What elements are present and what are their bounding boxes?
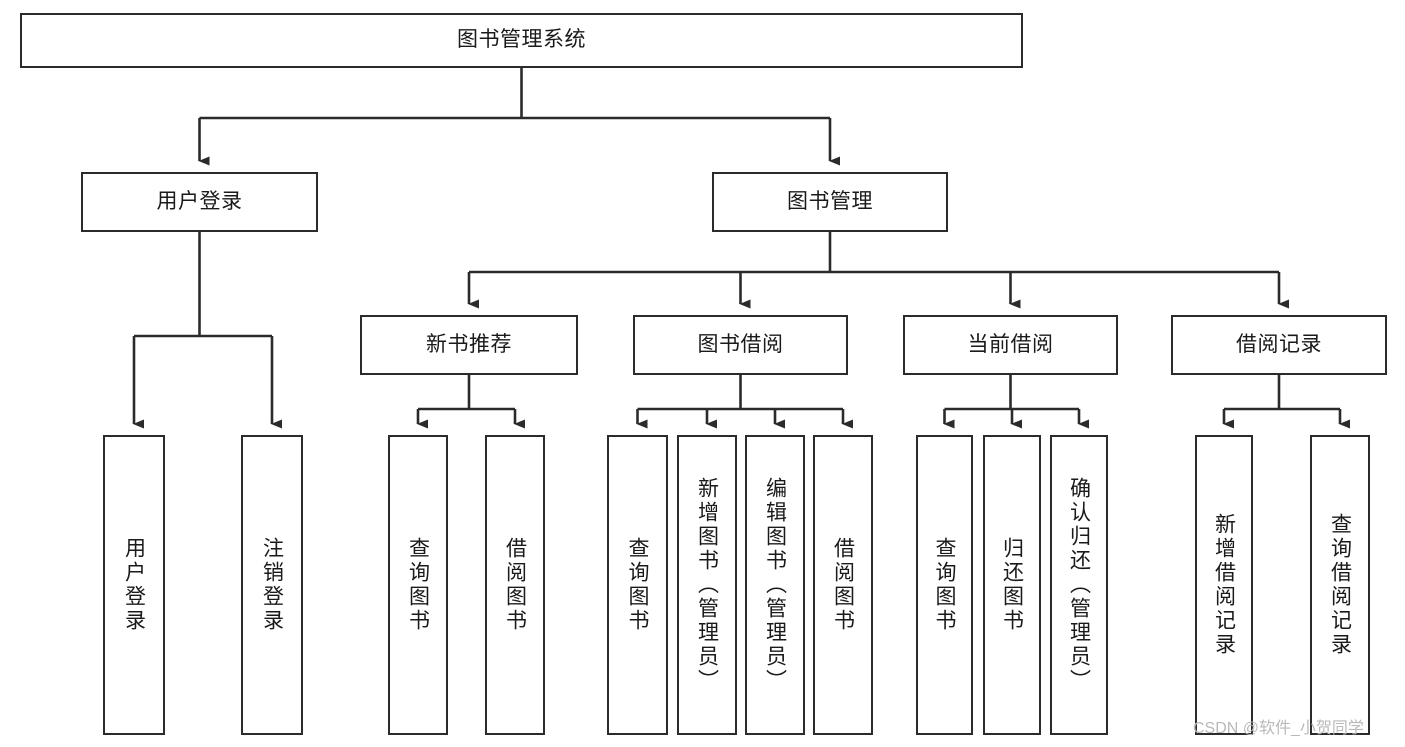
- node-leaf-query-book[interactable]: 查询图书: [607, 435, 668, 735]
- node-label: 借阅记录: [1236, 332, 1322, 356]
- node-book-manage[interactable]: 图书管理: [712, 172, 948, 232]
- node-leaf-edit-book-admin[interactable]: 编辑图书（管理员）: [745, 435, 805, 735]
- node-leaf-add-book-admin[interactable]: 新增图书（管理员）: [677, 435, 737, 735]
- node-leaf-return-book[interactable]: 归还图书: [983, 435, 1041, 735]
- node-label: 图书管理系统: [457, 28, 586, 52]
- node-root[interactable]: 图书管理系统: [20, 13, 1023, 68]
- node-leaf-borrow-book[interactable]: 借阅图书: [813, 435, 873, 735]
- node-leaf-borrow-book-rec[interactable]: 借阅图书: [485, 435, 545, 735]
- node-book-borrow[interactable]: 图书借阅: [633, 315, 848, 375]
- node-label: 编辑图书（管理员）: [763, 477, 787, 693]
- node-label: 用户登录: [122, 537, 146, 633]
- node-label: 查询图书: [626, 537, 649, 633]
- node-label: 借阅图书: [831, 537, 855, 633]
- node-label: 归还图书: [1000, 537, 1024, 633]
- node-leaf-add-borrow-record[interactable]: 新增借阅记录: [1195, 435, 1253, 735]
- node-label: 用户登录: [156, 189, 243, 213]
- node-label: 新增借阅记录: [1212, 513, 1236, 657]
- node-leaf-query-book-cur[interactable]: 查询图书: [916, 435, 973, 735]
- node-label: 图书借阅: [697, 332, 784, 356]
- node-label: 查询借阅记录: [1328, 513, 1352, 657]
- node-label: 查询图书: [933, 537, 956, 633]
- node-label: 注销登录: [260, 537, 284, 633]
- watermark-text: CSDN @软件_小贺同学: [1193, 720, 1364, 737]
- node-user-login[interactable]: 用户登录: [81, 172, 318, 232]
- node-leaf-confirm-return-admin[interactable]: 确认归还（管理员）: [1050, 435, 1108, 735]
- node-new-book-rec[interactable]: 新书推荐: [360, 315, 578, 375]
- node-label: 查询图书: [406, 537, 430, 633]
- node-leaf-query-borrow-record[interactable]: 查询借阅记录: [1310, 435, 1370, 735]
- node-label: 新增图书（管理员）: [695, 477, 719, 693]
- node-label: 确认归还（管理员）: [1067, 477, 1091, 693]
- node-label: 借阅图书: [503, 537, 527, 633]
- node-leaf-user-logout[interactable]: 注销登录: [241, 435, 303, 735]
- node-leaf-user-login[interactable]: 用户登录: [103, 435, 165, 735]
- node-borrow-record[interactable]: 借阅记录: [1171, 315, 1387, 375]
- node-leaf-query-book-rec[interactable]: 查询图书: [388, 435, 448, 735]
- node-label: 图书管理: [787, 189, 873, 213]
- node-label: 当前借阅: [967, 332, 1054, 356]
- node-label: 新书推荐: [426, 332, 512, 356]
- node-current-borrow[interactable]: 当前借阅: [903, 315, 1118, 375]
